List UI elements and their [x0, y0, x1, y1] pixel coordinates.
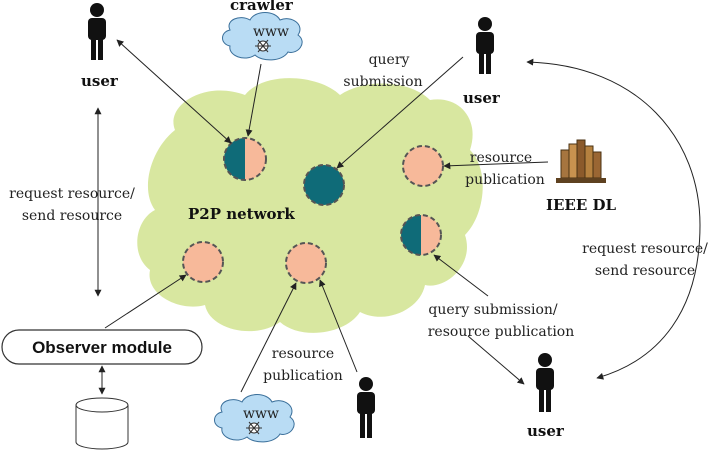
query-submission-label-2: submission	[343, 74, 422, 90]
user-top-left-label: user	[81, 72, 119, 90]
arrow-qsrp-user	[467, 335, 525, 385]
crawler-cloud-icon-bottom	[214, 394, 295, 443]
resource-pub-bottom-1: resource	[272, 346, 334, 362]
peer-salmon-ieee	[402, 145, 444, 187]
arrow-qsrp-peer	[433, 254, 489, 297]
observer-module-box	[1, 329, 203, 365]
resource-pub-bottom-2: publication	[263, 368, 343, 384]
person-icon-top-left	[88, 3, 106, 60]
query-submission-label-1: query	[369, 52, 410, 68]
arrow-user-crawlerpeer	[116, 39, 232, 144]
observer-module-label: Observer module	[32, 338, 172, 357]
request-left-label-2: send resource	[22, 208, 122, 224]
arrow-crawler-bottom-peer	[240, 282, 297, 393]
arrow-observer-peer	[104, 274, 187, 329]
request-left-label-1: request resource/	[9, 186, 135, 202]
user-top-right-label: user	[463, 89, 501, 107]
request-right-label-2: send resource	[595, 263, 695, 279]
crawler-top-www: www	[253, 24, 289, 40]
arrow-user-bottom-peer	[319, 279, 358, 373]
p2p-network-label: P2P network	[188, 205, 295, 223]
person-icon-bottom-center	[357, 377, 375, 438]
ieee-dl-label: IEEE DL	[546, 196, 617, 214]
crawler-top-label: crawler	[230, 0, 294, 14]
peer-half-crawler	[223, 137, 267, 181]
resource-pub-right-2: publication	[465, 172, 545, 188]
request-right-label-1: request resource/	[582, 241, 708, 257]
person-icon-bottom-right	[536, 353, 554, 412]
arrow-user-query	[336, 56, 464, 169]
crawler-bottom-www: www	[243, 406, 279, 422]
qs-rp-label-2: resource publication	[428, 324, 575, 340]
crawler-cloud-icon-top	[222, 12, 303, 61]
peer-salmon-left	[182, 241, 224, 283]
peer-teal-query	[303, 164, 345, 206]
person-icon-top-right	[476, 17, 494, 74]
database-icon	[75, 397, 129, 450]
peer-salmon-bottom	[285, 242, 327, 284]
resource-pub-right-1: resource	[470, 150, 532, 166]
arrow-right-request	[526, 58, 701, 380]
qs-rp-label-1: query submission/	[428, 302, 558, 318]
user-bottom-right-label: user	[527, 422, 565, 440]
peer-half-right	[400, 214, 442, 256]
arrow-crawler-peer	[245, 63, 262, 137]
books-icon	[556, 139, 606, 183]
